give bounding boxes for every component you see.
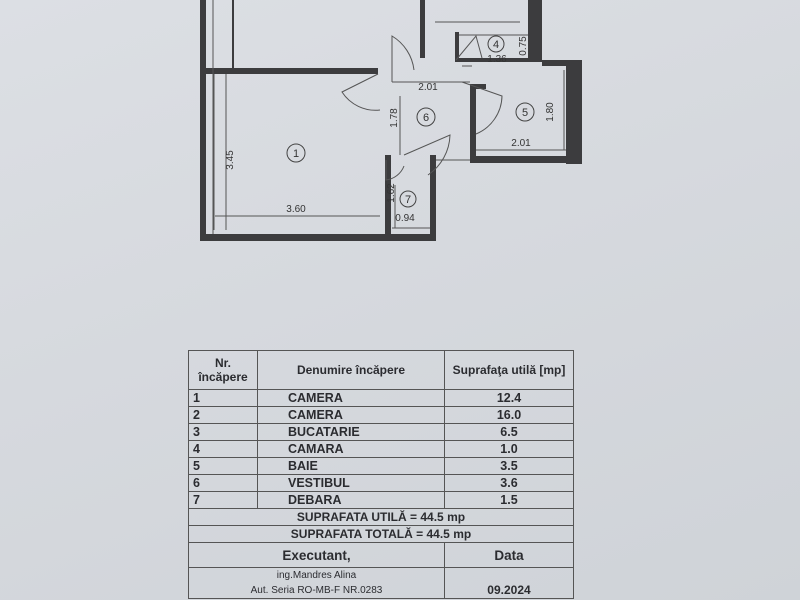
date-value: 09.2024 — [444, 567, 574, 599]
total-area-label: SUPRAFATA TOTALĂ = — [290, 526, 424, 541]
row-area: 16.0 — [444, 406, 574, 424]
table-row: 6 VESTIBUL 3.6 — [188, 474, 574, 492]
row-name: DEBARA — [257, 491, 445, 509]
table-row: 5 BAIE 3.5 — [188, 457, 574, 475]
util-area-row: SUPRAFATA UTILĂ = 44.5 mp — [188, 508, 574, 526]
row-nr: 5 — [188, 457, 258, 475]
dimension-label: 2.01 — [418, 82, 438, 93]
util-area-value: 44.5 — [420, 509, 444, 524]
area-table: Nr. încăpere Denumire încăpere Suprafaţa… — [188, 350, 574, 599]
room-number: 6 — [423, 112, 429, 124]
dimension-label: 1.62 — [386, 183, 397, 203]
room-number: 7 — [405, 194, 411, 206]
room-number-circles — [286, 35, 535, 208]
row-name: BAIE — [257, 457, 445, 475]
date-label: Data — [444, 542, 574, 568]
room-number: 5 — [522, 107, 528, 119]
executant-row: Executant, Data — [188, 542, 574, 568]
table-row: 1 CAMERA 12.4 — [188, 389, 574, 407]
row-nr: 4 — [188, 440, 258, 458]
total-area-unit: mp — [453, 526, 472, 541]
table-row: 7 DEBARA 1.5 — [188, 491, 574, 509]
row-nr: 6 — [188, 474, 258, 492]
dimension-label: 1.36 — [487, 54, 507, 65]
dimension-label: 3.45 — [225, 150, 236, 170]
dimension-label: 0.94 — [395, 213, 415, 224]
row-name: VESTIBUL — [257, 474, 445, 492]
util-area-summary: SUPRAFATA UTILĂ = 44.5 mp — [188, 508, 574, 526]
row-area: 3.5 — [444, 457, 574, 475]
row-area: 1.5 — [444, 491, 574, 509]
row-nr: 2 — [188, 406, 258, 424]
room-number: 1 — [293, 148, 299, 160]
util-area-unit: mp — [447, 509, 466, 524]
row-name: CAMARA — [257, 440, 445, 458]
total-area-value: 44.5 — [426, 526, 450, 541]
row-nr: 7 — [188, 491, 258, 509]
authorization-number: Aut. Seria RO-MB-F NR.0283 — [250, 585, 383, 596]
row-area: 1.0 — [444, 440, 574, 458]
dimension-label: 1.80 — [545, 102, 556, 122]
dimension-label: 1.78 — [389, 108, 400, 128]
dimension-labels: 3.45 3.60 1.78 2.01 1.36 0.75 1.80 2.01 … — [225, 36, 556, 224]
dimension-label: 2.01 — [511, 138, 531, 149]
row-nr: 3 — [188, 423, 258, 441]
header-area: Suprafaţa utilă [mp] — [444, 350, 574, 390]
room-numbers: 1 4 5 6 7 — [293, 39, 528, 206]
table-row: 3 BUCATARIE 6.5 — [188, 423, 574, 441]
walls — [200, 0, 582, 241]
interior-lines — [212, 0, 566, 234]
row-nr: 1 — [188, 389, 258, 407]
row-area: 6.5 — [444, 423, 574, 441]
header-nr: Nr. încăpere — [188, 350, 258, 390]
row-area: 12.4 — [444, 389, 574, 407]
table-row: 2 CAMERA 16.0 — [188, 406, 574, 424]
total-area-row: SUPRAFATA TOTALĂ = 44.5 mp — [188, 525, 574, 543]
dimension-label: 3.60 — [286, 204, 306, 215]
floor-plan: 1 4 5 6 7 3.45 3.60 1.78 2.01 1.36 0.75 … — [200, 0, 582, 241]
table-row: 4 CAMARA 1.0 — [188, 440, 574, 458]
util-area-label: SUPRAFATA UTILĂ = — [296, 509, 418, 524]
dimension-label: 0.75 — [518, 36, 529, 56]
header-room-name: Denumire încăpere — [257, 350, 445, 390]
total-area-summary: SUPRAFATA TOTALĂ = 44.5 mp — [188, 525, 574, 543]
door-swings — [341, 34, 503, 181]
room-number: 4 — [493, 39, 499, 51]
table-header-row: Nr. încăpere Denumire încăpere Suprafaţa… — [188, 350, 574, 390]
row-name: CAMERA — [257, 389, 445, 407]
executant-label: Executant, — [188, 542, 445, 568]
engineer-name: ing.Mandres Alina — [276, 570, 357, 581]
row-name: BUCATARIE — [257, 423, 445, 441]
row-name: CAMERA — [257, 406, 445, 424]
executant-details: ing.Mandres Alina Aut. Seria RO-MB-F NR.… — [188, 567, 445, 599]
executant-details-row: ing.Mandres Alina Aut. Seria RO-MB-F NR.… — [188, 567, 574, 599]
row-area: 3.6 — [444, 474, 574, 492]
